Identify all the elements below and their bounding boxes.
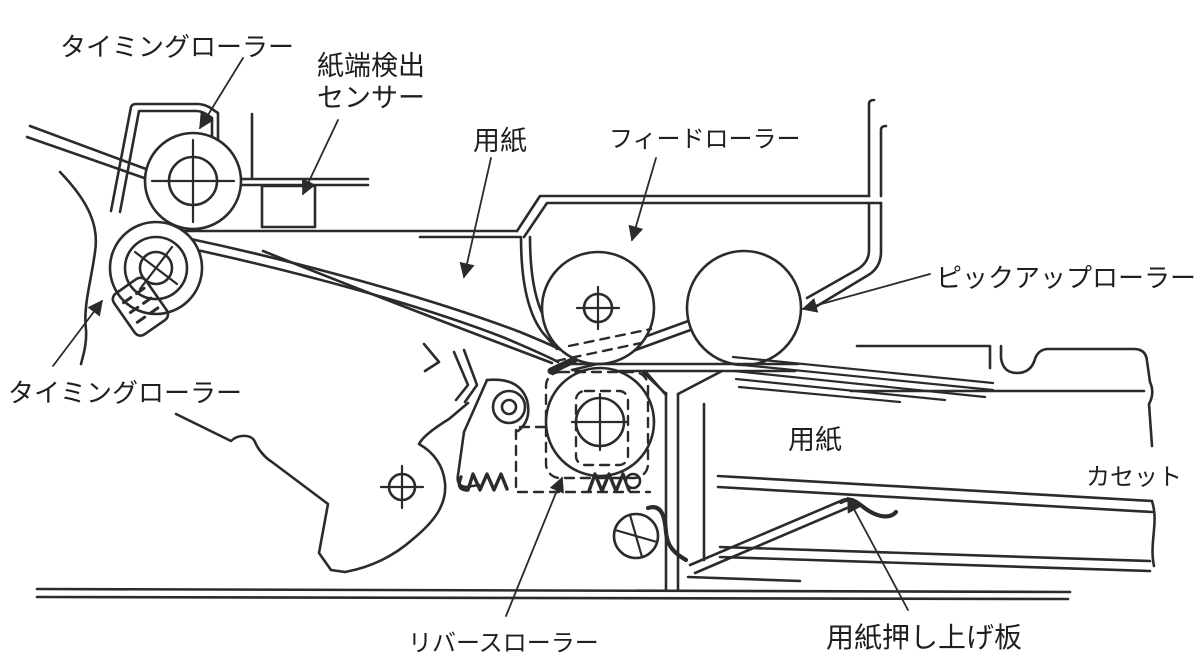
leader-reverse-roller	[505, 476, 564, 617]
label-pickup-roller: ピックアップローラー	[936, 263, 1197, 293]
label-timing-roller-top: タイミングローラー	[60, 32, 295, 62]
leader-arrows	[52, 57, 931, 617]
timing-roller-pad	[111, 276, 170, 337]
lower-arm	[174, 401, 470, 574]
left-guide-strips	[25, 124, 152, 366]
leader-timing-roller-top	[199, 57, 244, 130]
label-reverse-roller: リバースローラー	[408, 630, 599, 657]
label-timing-roller-left: タイミングローラー	[8, 378, 243, 408]
label-paper-cassette: 用紙	[788, 425, 842, 455]
upper-frame	[515, 98, 888, 351]
label-cassette: カセット	[1086, 464, 1182, 491]
paper-lift-plate-line	[716, 474, 1154, 503]
label-paper-upper: 用紙	[473, 126, 527, 156]
spring-left	[457, 472, 509, 492]
label-paper-edge-sensor-line2: センサー	[317, 83, 425, 113]
label-paper-lift-plate: 用紙押し上げ板	[826, 622, 1023, 653]
label-feed-roller: フィードローラー	[609, 126, 801, 153]
label-paper-edge-sensor-line1: 紙端検出	[317, 51, 425, 81]
spring-right	[587, 472, 631, 493]
leader-timing-roller-left	[52, 299, 103, 367]
leader-paper-lift-plate	[847, 496, 909, 611]
leader-paper-edge-sensor	[301, 119, 339, 196]
leader-paper-upper	[459, 157, 492, 279]
paper-edge-sensor-box	[260, 184, 317, 229]
cassette-body	[641, 344, 1156, 591]
bottom-frame	[35, 587, 1072, 601]
leader-pickup-roller	[801, 273, 931, 313]
leader-feed-roller	[628, 157, 657, 242]
paper-path-curves	[181, 236, 567, 365]
dashed-overlays	[514, 327, 653, 494]
timing-rollers	[108, 131, 243, 337]
feed-roller	[540, 250, 656, 366]
label-paper-edge-sensor: 紙端検出 センサー	[312, 50, 430, 114]
pickup-roller	[685, 249, 803, 367]
